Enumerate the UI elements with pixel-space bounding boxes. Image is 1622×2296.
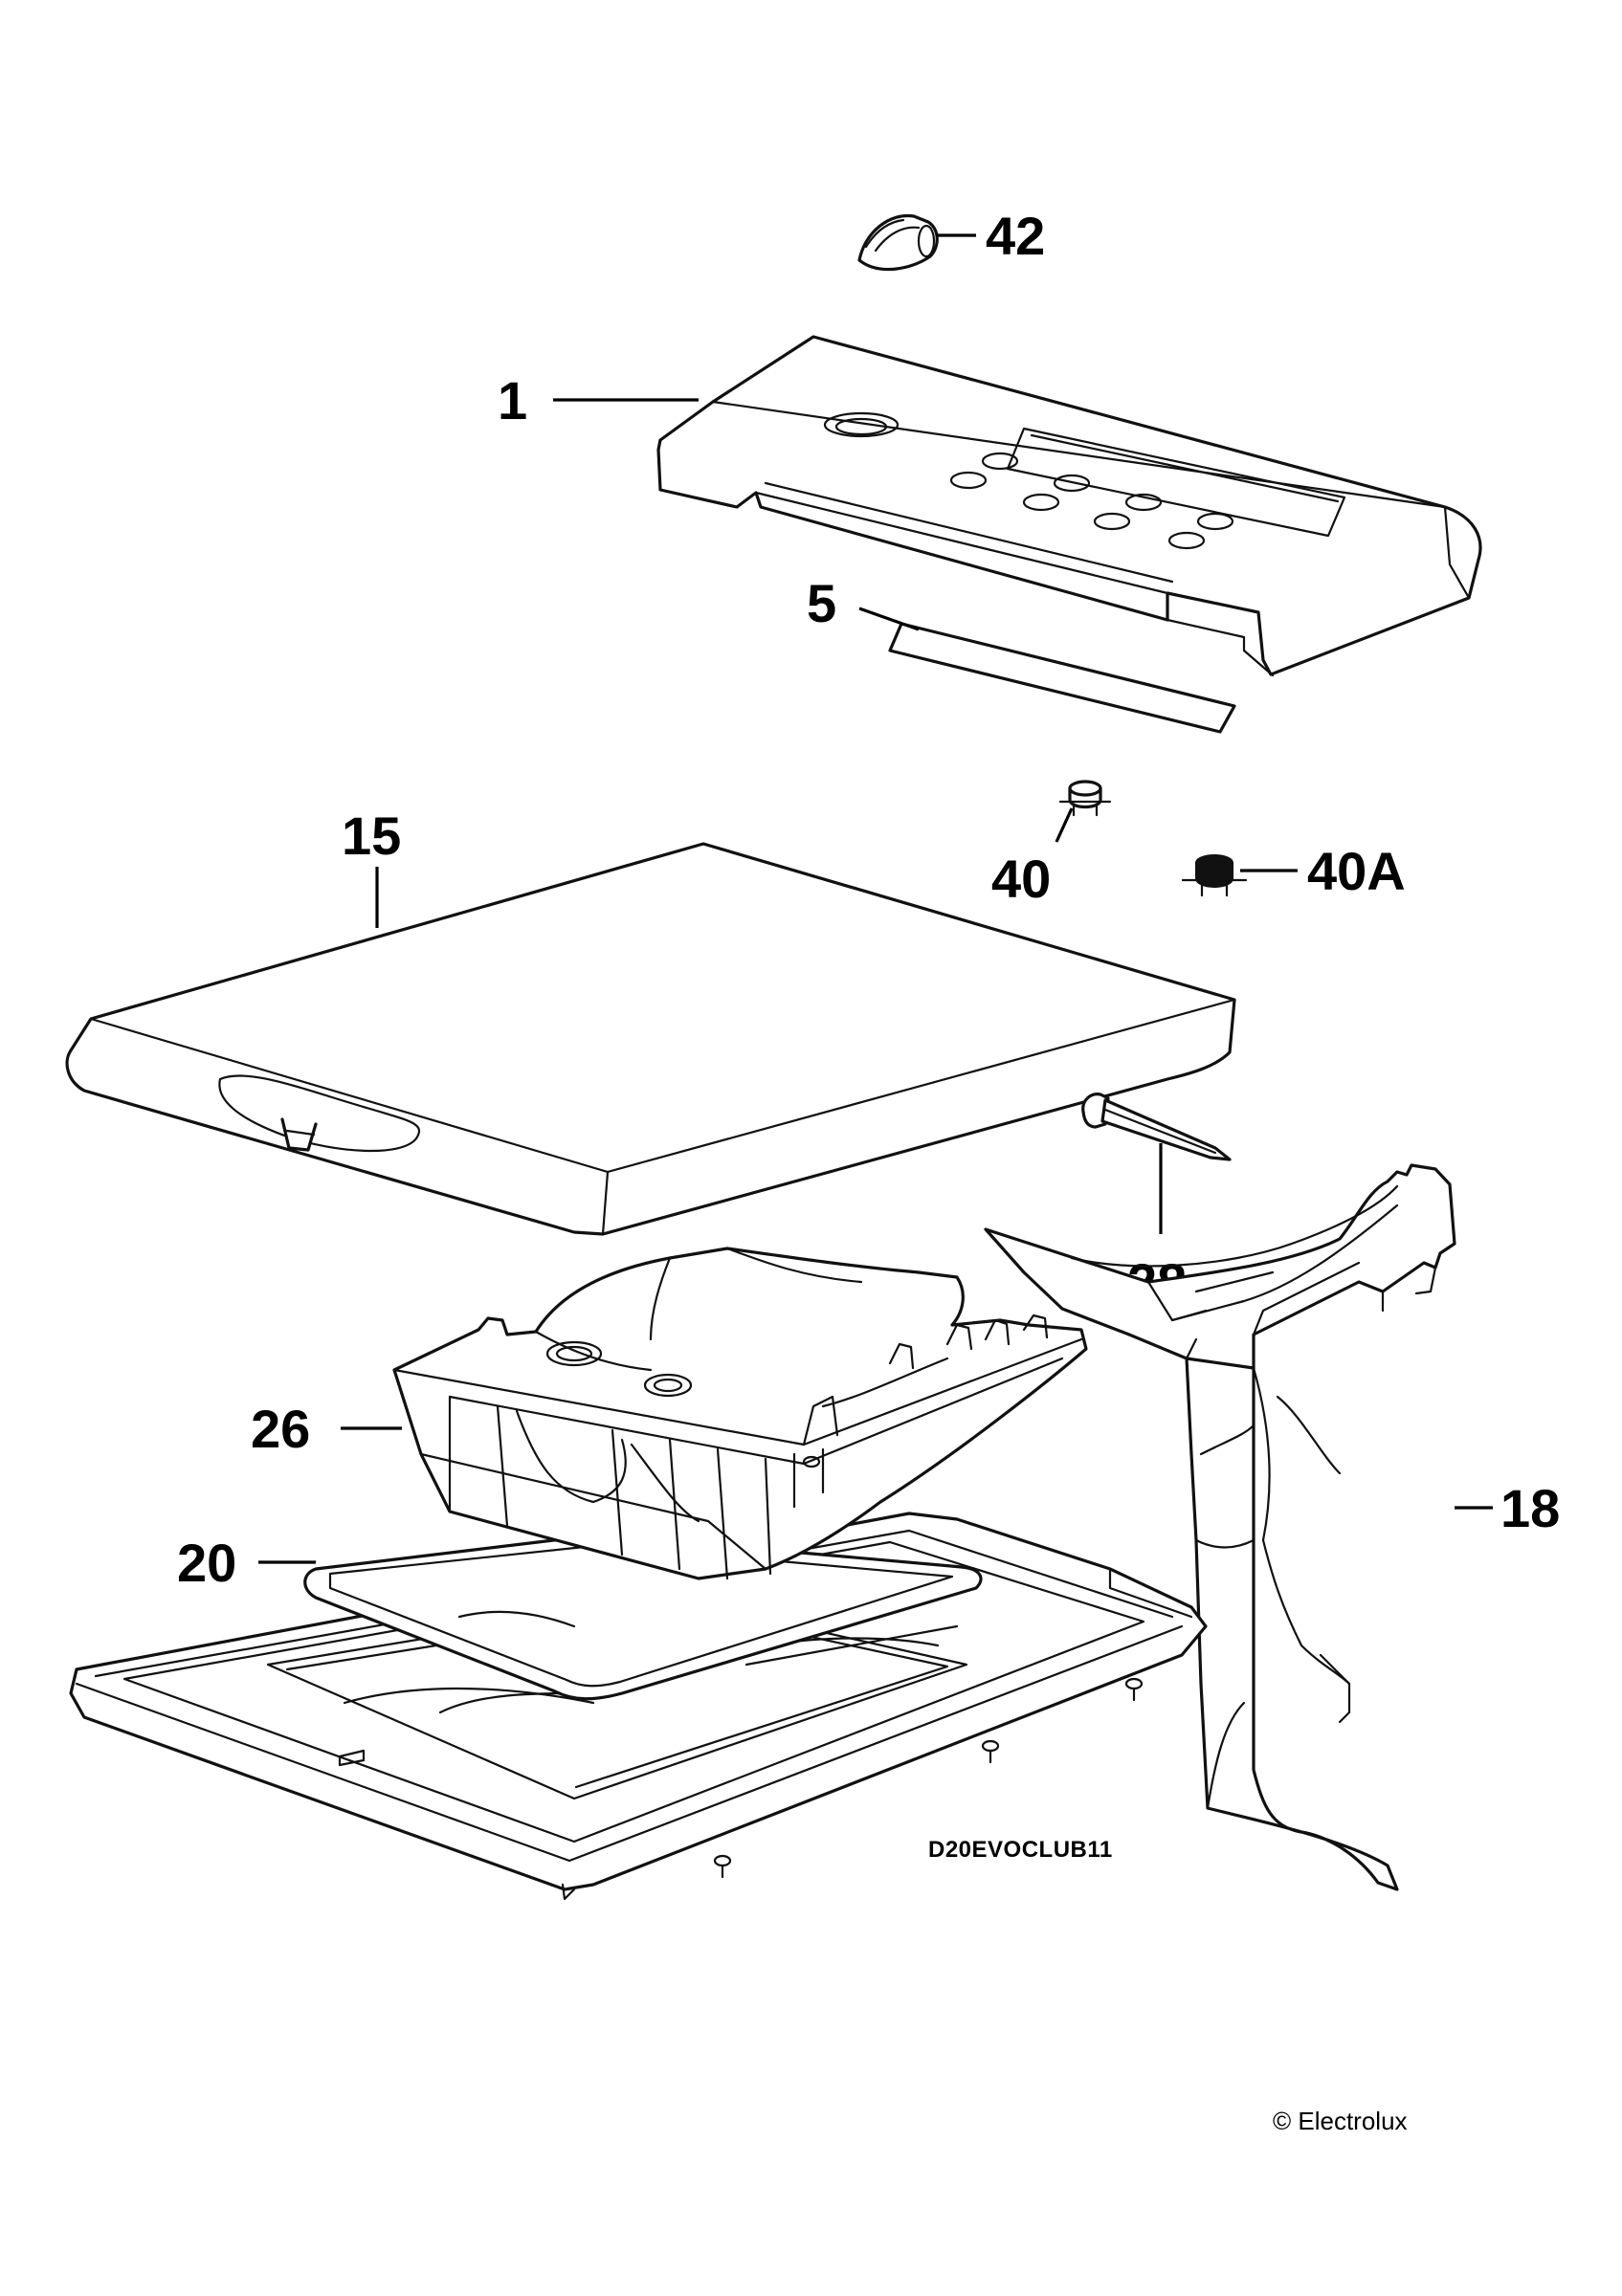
callout-20: 20: [177, 1533, 236, 1593]
part-15-lid: [65, 842, 1236, 1236]
copyright: © Electrolux: [1273, 2107, 1408, 2135]
callout-1: 1: [498, 370, 527, 430]
drawing-code: D20EVOCLUB11: [928, 1837, 1113, 1863]
callout-40a: 40A: [1307, 841, 1406, 901]
part-28-pin: [1081, 1093, 1232, 1161]
callout-5: 5: [807, 573, 836, 633]
callout-26: 26: [251, 1399, 310, 1459]
part-5-strip: [888, 622, 1236, 734]
part-40a-button: [1181, 854, 1248, 897]
callout-15: 15: [342, 806, 401, 866]
part-18-frame: [984, 1163, 1456, 1891]
callout-18: 18: [1500, 1478, 1560, 1538]
leader-5: [858, 607, 920, 631]
leader-40: [1055, 807, 1074, 843]
part-42-knob: [857, 213, 939, 272]
callout-40: 40: [991, 849, 1051, 909]
part-40-button: [1058, 780, 1112, 817]
callout-42: 42: [986, 206, 1045, 266]
part-26-dispenser: [392, 1247, 1088, 1580]
part-1-control-panel: [656, 335, 1482, 677]
